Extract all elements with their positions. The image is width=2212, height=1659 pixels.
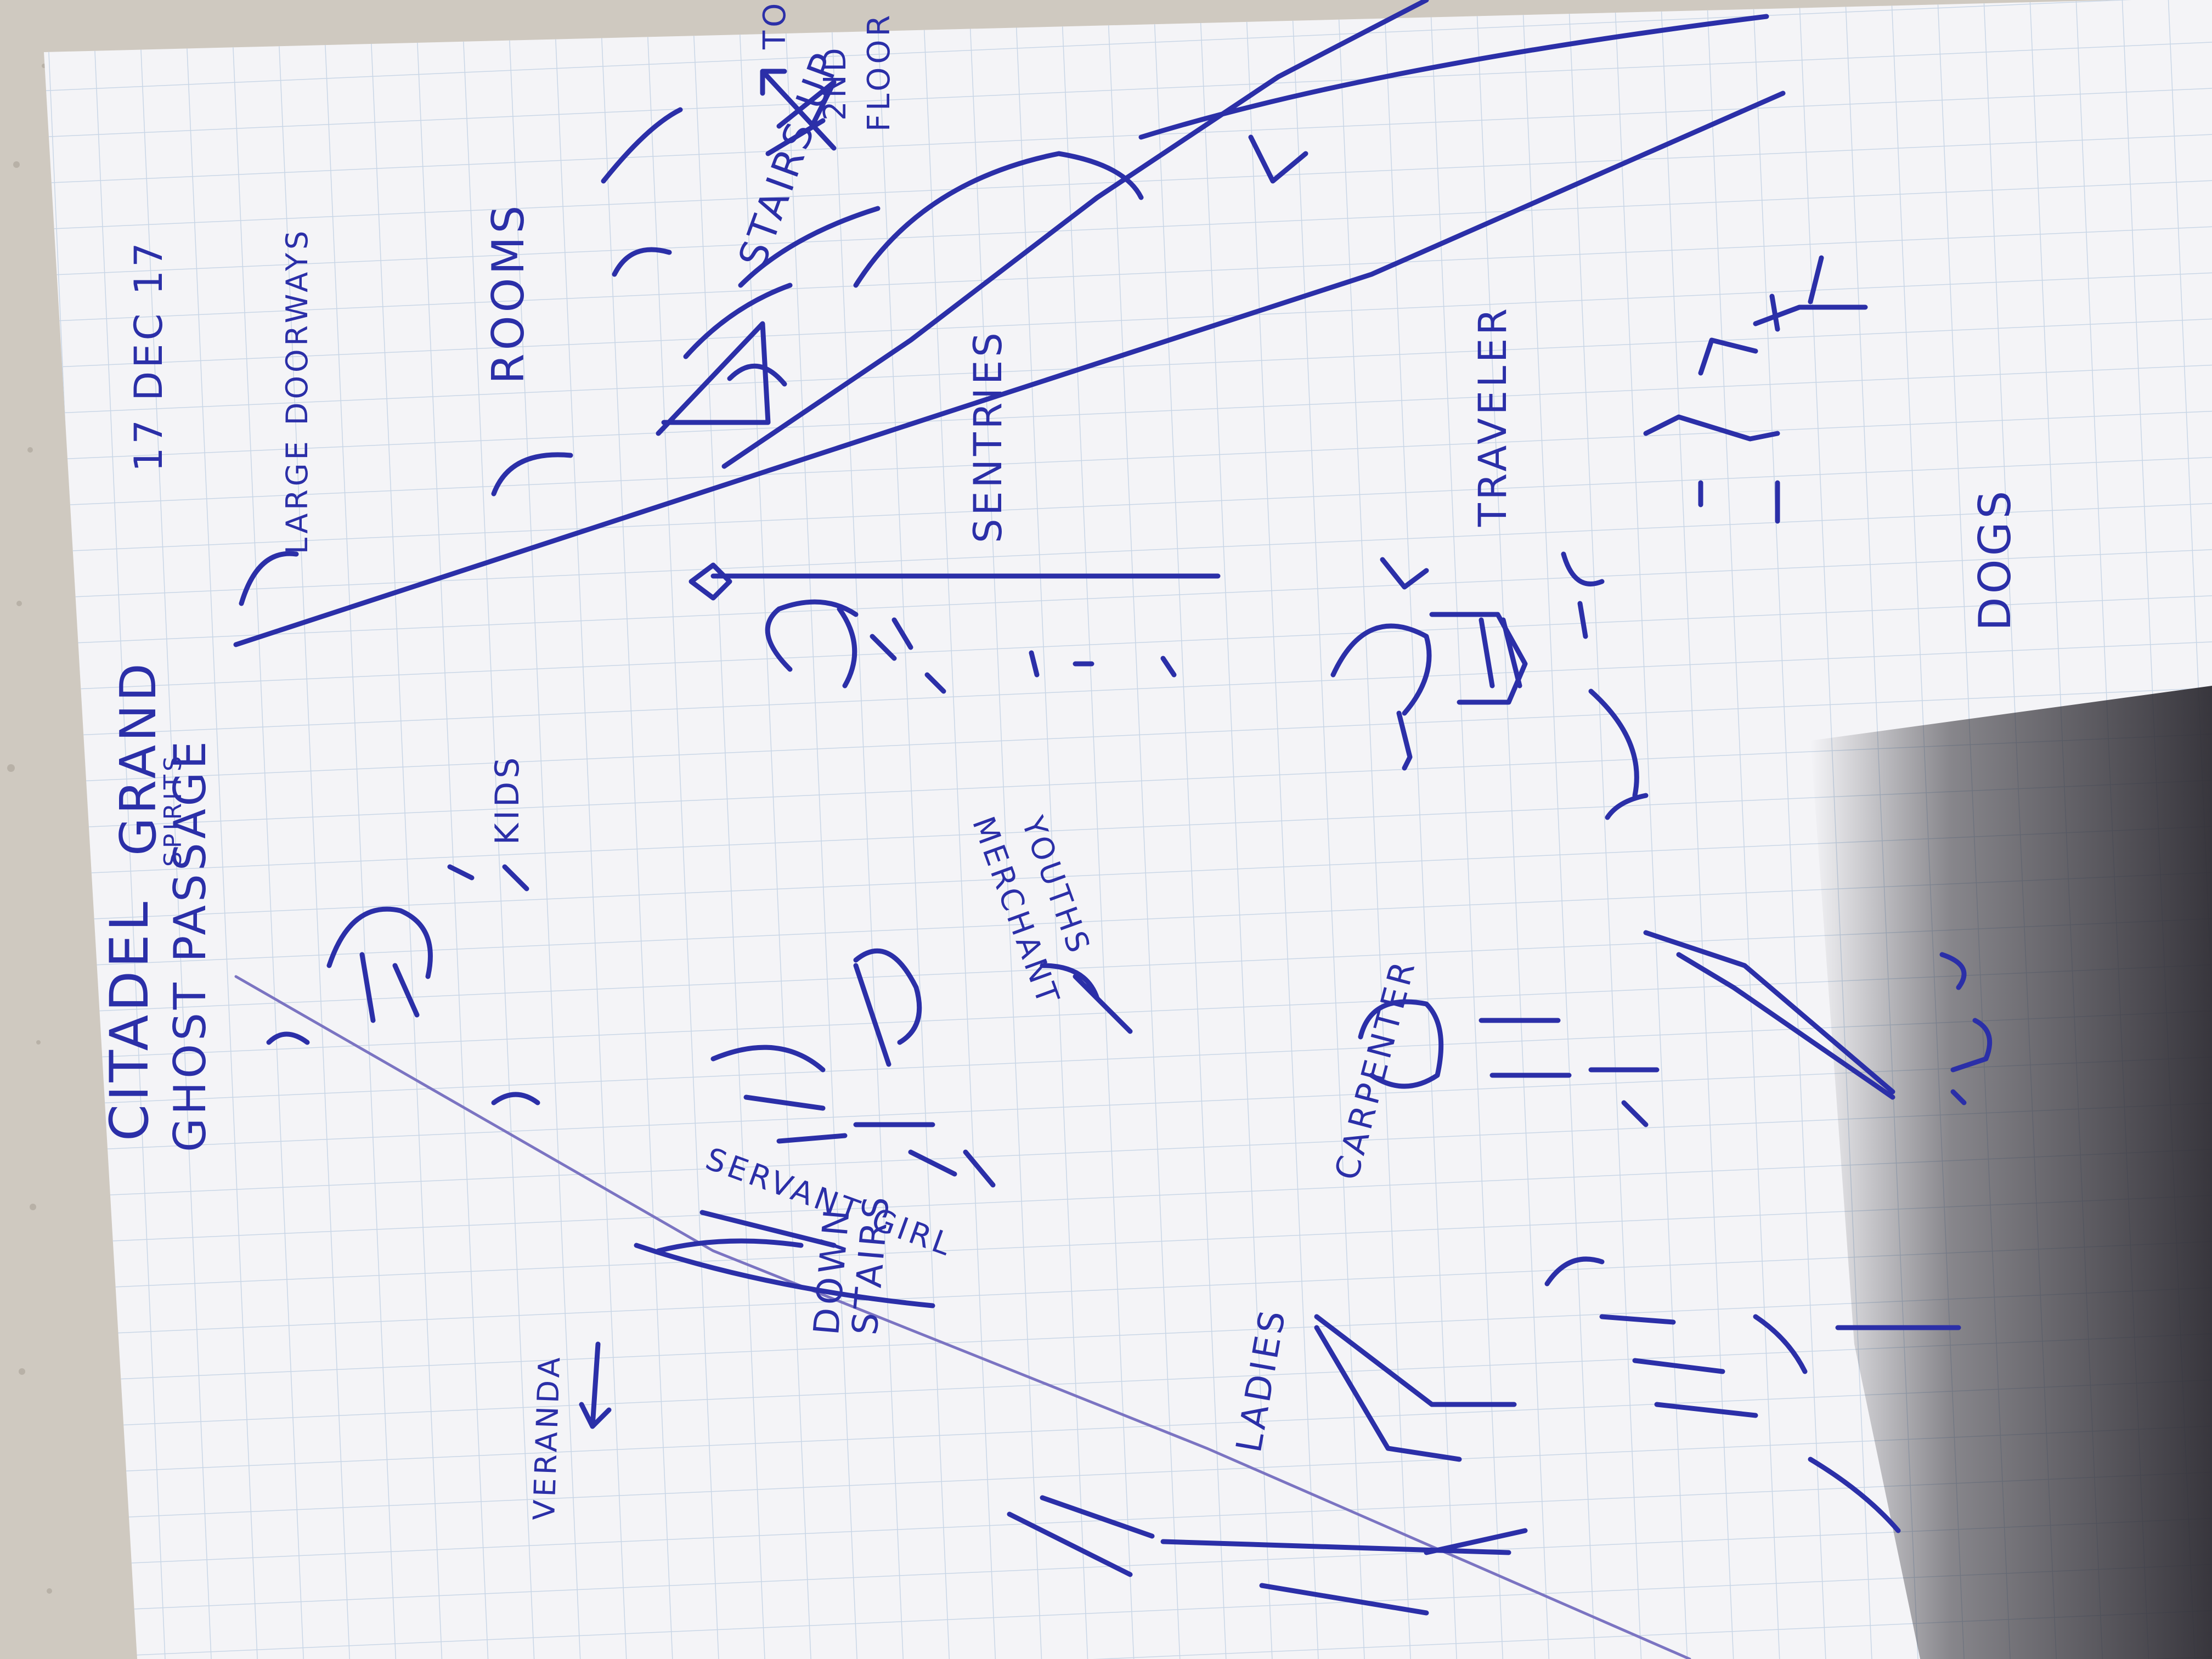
dog-2 [1753, 255, 1868, 332]
kid-figure [326, 906, 433, 1023]
title-citadel: CITADEL [99, 898, 160, 1141]
carpenter-hat [1939, 952, 1993, 1105]
label-floor: FLOOR [861, 12, 897, 132]
bottom-lines-2 [1259, 1528, 1528, 1616]
ladies-skirt [1753, 1314, 1961, 1374]
arch-upper [1138, 14, 1769, 140]
subtitle-ghost-passage: GHOST PASSAGE [165, 738, 216, 1152]
doorway-1 [239, 551, 299, 606]
carpenter-pole [1643, 930, 1895, 1094]
dog-4 [1588, 689, 1649, 820]
carpenter-legs [1479, 1018, 1660, 1127]
merchant-figure [853, 948, 922, 1067]
dog-3 [1561, 551, 1605, 639]
ladies-figures [1544, 1256, 1758, 1418]
room-shape-2 [727, 363, 787, 387]
small-arches [266, 1031, 540, 1105]
room-shape [656, 321, 771, 436]
label-large-doorways: LARGE DOORWAYS [280, 227, 314, 554]
date-label: 17 DEC 17 [126, 239, 171, 472]
carpenter-body [1358, 999, 1444, 1089]
sentry-body [924, 650, 1177, 694]
title-grand: GRAND [110, 660, 167, 856]
label-2nd: 2ND [817, 44, 853, 121]
sentry-spear-tip [689, 562, 732, 601]
ladies-hem [1808, 1457, 1901, 1533]
stairs-up-lines [683, 206, 881, 359]
traveler-brim [1380, 557, 1429, 771]
label-sentries: SENTRIES [966, 329, 1011, 543]
label-veranda: VERANDA [527, 1353, 567, 1521]
ladies-dress [1314, 1314, 1517, 1462]
upper-wall-line-2 [721, 0, 1429, 469]
arch-mid [853, 151, 1144, 288]
servant-lines [853, 1122, 996, 1188]
dog-tail [1698, 480, 1780, 524]
pencil-diagonal-line [234, 975, 1691, 1659]
doorway-2 [491, 452, 573, 496]
traveler-hat [1330, 623, 1432, 716]
label-kids: KIDS [488, 754, 527, 845]
veranda-arch [656, 1238, 804, 1254]
traveler-coat [1479, 617, 1522, 689]
label-traveler: TRAVELER [1470, 305, 1515, 527]
label-rooms: ROOMS [483, 202, 534, 384]
carpenter-pole-2 [1676, 952, 1895, 1100]
arch-right [1248, 134, 1308, 184]
paper-grid [44, 0, 2212, 1659]
traveler-body [1429, 612, 1528, 705]
sentry-helmet [765, 599, 859, 672]
photo-shadow [1810, 686, 2212, 1659]
ink-drawing [233, 0, 1993, 1616]
veranda-arrow [579, 1341, 612, 1429]
dog-1 [1643, 337, 1780, 442]
to-2nd-floor-arrow [760, 69, 837, 151]
rooms-swirl [601, 107, 683, 184]
down-stairs-lines [634, 1210, 935, 1308]
label-to: TO [757, 0, 793, 49]
bottom-lines [1007, 1495, 1511, 1577]
upper-wall-line [233, 91, 1786, 647]
sentry-face [837, 606, 913, 689]
servant-girl [710, 1045, 848, 1144]
label-dogs: DOGS [1970, 487, 2021, 631]
youths-figure [1040, 963, 1133, 1034]
kids-lines [447, 864, 529, 891]
rooms-door [612, 247, 672, 277]
